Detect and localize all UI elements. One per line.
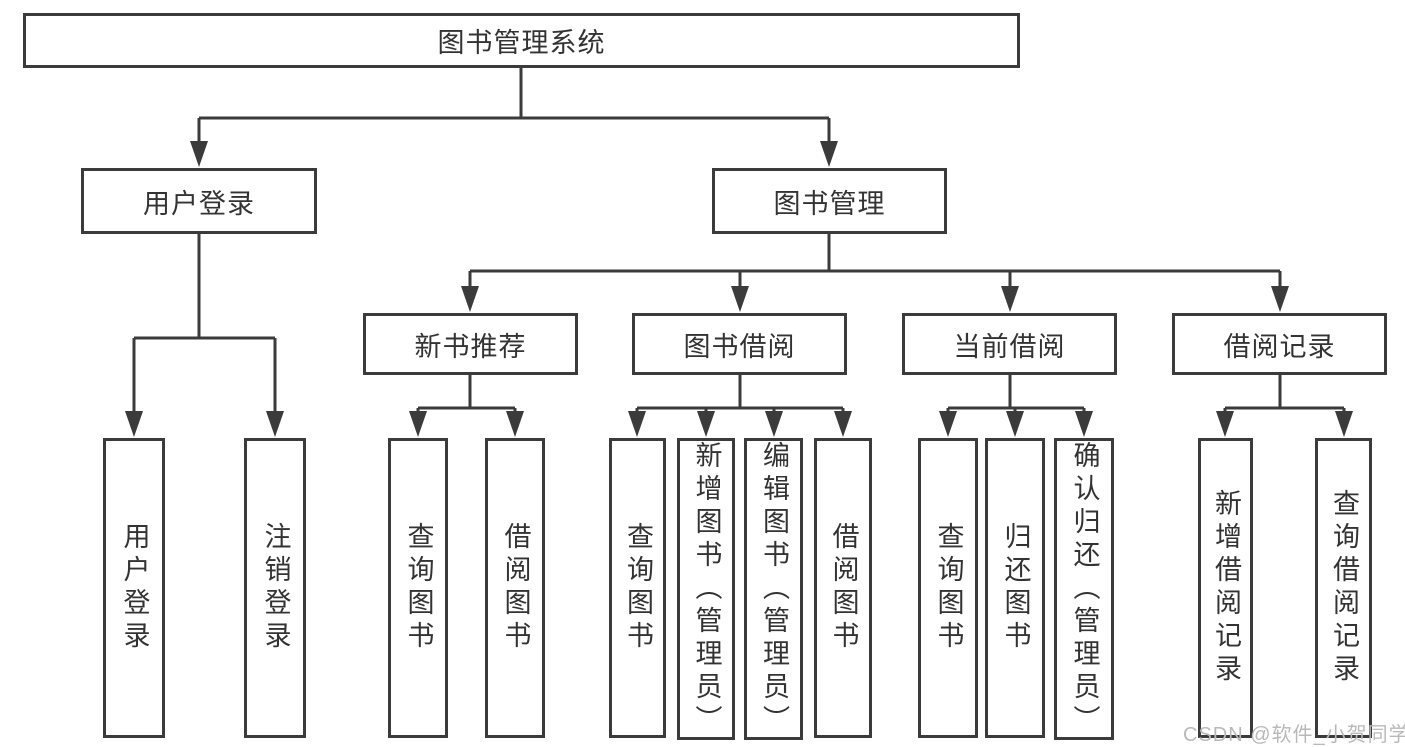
leaf-query-books-current-label: 查询图书: [933, 522, 964, 654]
leaf-add-books-admin: 新增图书（管理员）: [677, 438, 735, 740]
leaf-borrow-books-recommend-label: 借阅图书: [500, 522, 531, 654]
leaf-logout: 注销登录: [244, 438, 306, 738]
node-borrow-records-label: 借阅记录: [1223, 331, 1336, 362]
leaf-logout-label: 注销登录: [260, 522, 291, 654]
leaf-query-books-borrow: 查询图书: [609, 438, 666, 738]
leaf-borrow-books-label: 借阅图书: [828, 522, 859, 654]
leaf-confirm-return-admin-label: 确认归还（管理员）: [1069, 441, 1100, 738]
leaf-query-books-recommend: 查询图书: [388, 438, 448, 738]
node-new-book-recommend: 新书推荐: [363, 313, 578, 375]
leaf-query-books-current: 查询图书: [918, 438, 978, 738]
leaf-edit-books-admin: 编辑图书（管理员）: [744, 438, 803, 740]
leaf-return-books-label: 归还图书: [1000, 522, 1031, 654]
node-user-login: 用户登录: [81, 168, 317, 234]
node-current-borrow-label: 当前借阅: [953, 331, 1066, 362]
node-book-management: 图书管理: [712, 168, 947, 234]
leaf-user-login-label: 用户登录: [119, 522, 150, 654]
leaf-add-books-admin-label: 新增图书（管理员）: [691, 441, 722, 738]
node-book-management-label: 图书管理: [773, 188, 886, 219]
leaf-add-borrow-record: 新增借阅记录: [1198, 438, 1253, 738]
node-root-label: 图书管理系统: [437, 28, 606, 58]
leaf-user-login: 用户登录: [103, 438, 165, 738]
leaf-borrow-books-recommend: 借阅图书: [485, 438, 545, 738]
leaf-add-borrow-record-label: 新增借阅记录: [1211, 489, 1241, 687]
leaf-edit-books-admin-label: 编辑图书（管理员）: [759, 441, 789, 738]
node-user-login-label: 用户登录: [143, 188, 255, 219]
csdn-watermark: CSDN @软件_小贺同学: [1183, 724, 1405, 746]
leaf-query-books-borrow-label: 查询图书: [623, 522, 653, 654]
node-current-borrow: 当前借阅: [902, 313, 1117, 375]
leaf-query-borrow-record: 查询借阅记录: [1315, 438, 1372, 738]
leaf-query-books-recommend-label: 查询图书: [403, 522, 434, 654]
node-book-borrow: 图书借阅: [632, 313, 847, 375]
leaf-confirm-return-admin: 确认归还（管理员）: [1054, 438, 1114, 740]
leaf-borrow-books: 借阅图书: [814, 438, 872, 738]
leaf-return-books: 归还图书: [985, 438, 1045, 738]
node-root: 图书管理系统: [23, 13, 1020, 68]
node-new-book-recommend-label: 新书推荐: [414, 331, 527, 362]
node-book-borrow-label: 图书借阅: [683, 331, 796, 362]
leaf-query-borrow-record-label: 查询借阅记录: [1329, 489, 1359, 687]
node-borrow-records: 借阅记录: [1172, 313, 1387, 375]
